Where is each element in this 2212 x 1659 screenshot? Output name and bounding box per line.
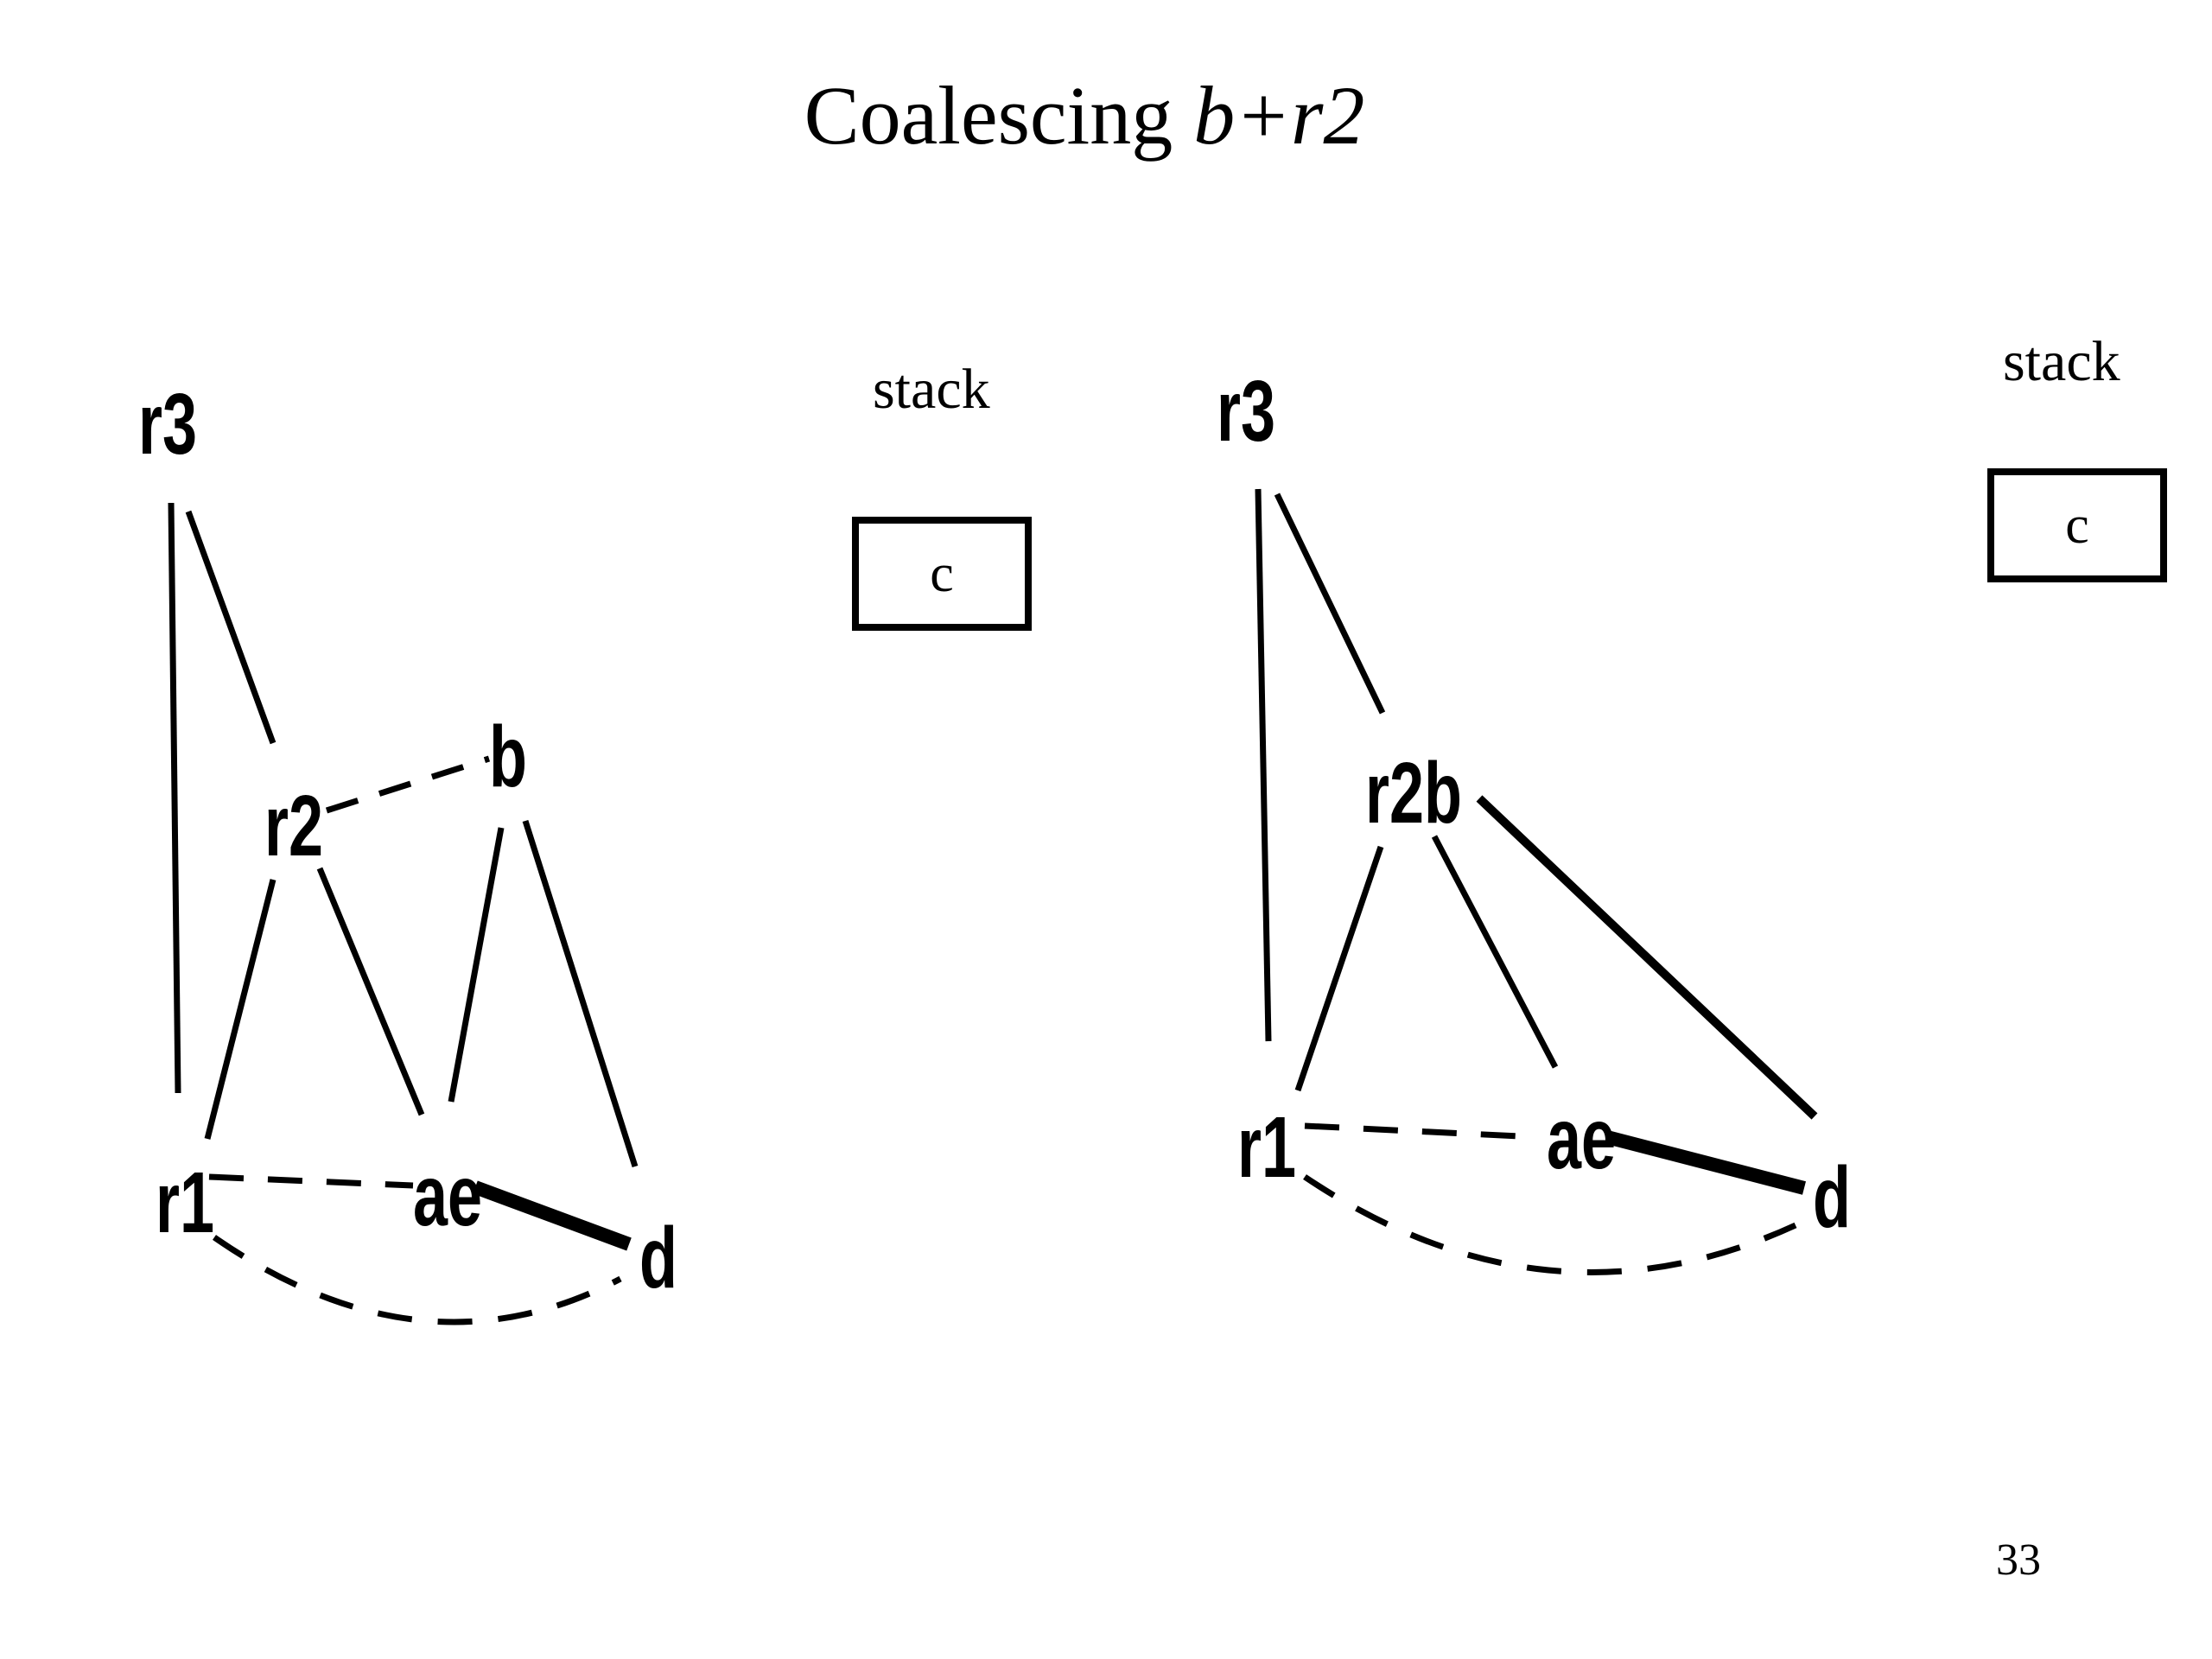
node-r1: r1 (156, 1154, 214, 1250)
node-r2: r2 (264, 778, 323, 874)
node-r3: r3 (1217, 363, 1275, 459)
node-ae: ae (1547, 1090, 1616, 1186)
edge-r2-ae (316, 867, 425, 1116)
node-r3: r3 (138, 376, 197, 472)
right-stack-label: stack (2003, 330, 2120, 393)
edge-r2b-d (1476, 795, 1818, 1120)
edge-b-d (522, 819, 639, 1168)
edge-r3-r2b (1274, 493, 1386, 715)
left-stack-label: stack (873, 358, 990, 421)
node-ae: ae (413, 1147, 482, 1243)
node-d: d (1813, 1149, 1851, 1245)
node-r2b: r2b (1365, 745, 1462, 841)
right-interference-graph: r3 r2b r1 ae d (1217, 363, 1851, 1275)
node-b: b (489, 709, 527, 804)
page-number: 33 (1996, 1535, 2041, 1585)
edge-r1-d (1303, 1174, 1797, 1275)
edge-ae-d (473, 1180, 632, 1251)
left-stack-item-c: c (852, 517, 1032, 631)
slide-title: Coalescing b+r2 (0, 74, 2169, 157)
right-stack-item-c: c (1987, 468, 2167, 582)
edge-r2b-ae (1431, 835, 1559, 1069)
edge-r1-ae (1304, 1122, 1539, 1141)
slide-title-emphasis: b+r2 (1193, 69, 1365, 162)
left-interference-graph: r3 r2 b r1 ae d (138, 376, 677, 1325)
edge-r3-r1 (168, 502, 181, 1094)
edge-r2b-r1 (1294, 845, 1384, 1092)
edge-ae-d (1605, 1130, 1807, 1195)
edge-r1-ae (208, 1173, 414, 1189)
edge-r2-b (325, 755, 491, 814)
edge-r3-r2 (185, 510, 276, 745)
node-d: d (639, 1210, 677, 1306)
edge-r3-r1 (1255, 488, 1272, 1042)
slide-title-prefix: Coalescing (804, 69, 1194, 162)
edge-b-ae (448, 827, 505, 1103)
node-r1: r1 (1237, 1099, 1296, 1195)
edge-r2-r1 (204, 879, 276, 1140)
edge-r1-d (213, 1235, 622, 1325)
